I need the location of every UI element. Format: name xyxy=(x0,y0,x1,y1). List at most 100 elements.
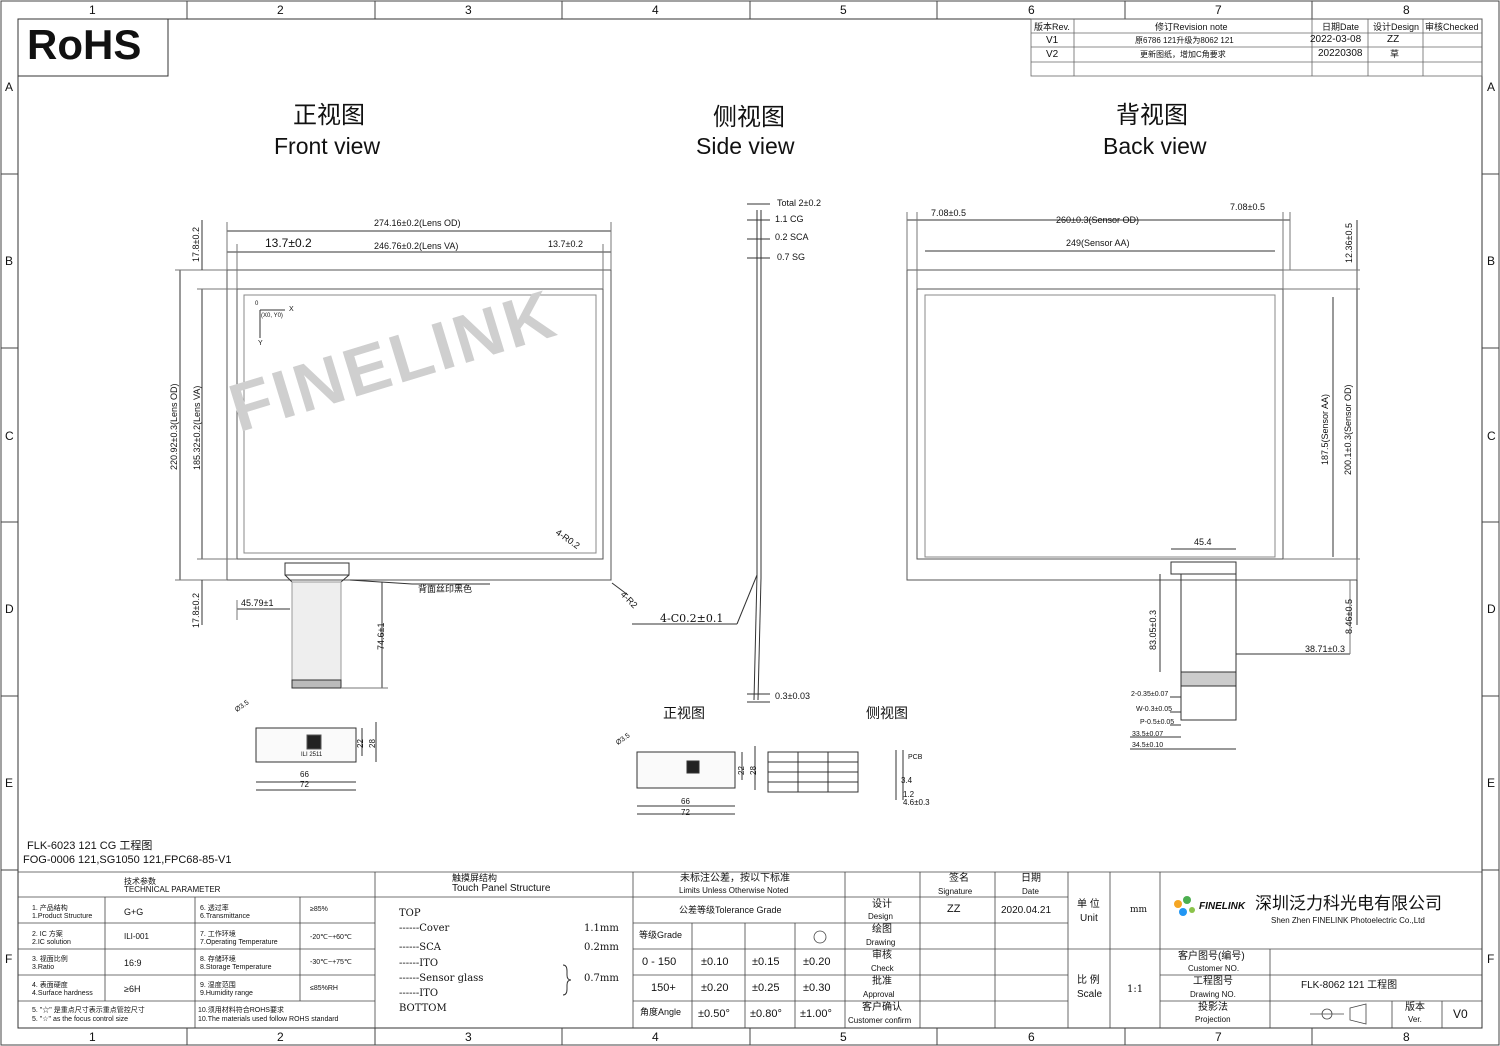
structure-layer-sensor: ------Sensor glass xyxy=(399,973,484,984)
row-label: F xyxy=(5,952,13,966)
silk-color-note: 背面丝印黑色 xyxy=(418,584,473,594)
param-l1-cn: 1. 产品结构 xyxy=(32,905,68,912)
params-header-en: TECHNICAL PARAMETER xyxy=(124,885,221,894)
role-customer-cn: 客户确认 xyxy=(862,1002,902,1013)
row-label: A xyxy=(5,80,14,94)
back-view-title-cn: 背视图 xyxy=(1116,102,1188,129)
role-drawing-en: Drawing xyxy=(866,938,896,947)
structure-layer-sca: ------SCA xyxy=(399,942,441,953)
scale-cn: 比 例 xyxy=(1077,975,1100,986)
param-l3-en: 3.Ratio xyxy=(32,964,55,971)
company-name-cn: 深圳泛力科光电有限公司 xyxy=(1255,894,1442,913)
dim-sensor-od-height: 200.1±0.3(Sensor OD) xyxy=(1343,384,1353,475)
param-r3-en: 8.Storage Temperature xyxy=(200,964,272,971)
version-value: V0 xyxy=(1453,1007,1468,1021)
param-l4-cn: 4. 表面硬度 xyxy=(32,982,68,989)
rev-v2-note: 更新图纸，增加C角要求 xyxy=(1140,50,1226,59)
role-approval-cn: 批准 xyxy=(872,976,892,987)
col-label-bottom: 2 xyxy=(277,1030,284,1044)
customer-no-cn: 客户图号(编号) xyxy=(1178,951,1245,962)
origin-zero-label: 0 xyxy=(255,301,259,307)
param-r4-en: 9.Humidity range xyxy=(200,990,253,997)
rev-v1-design: ZZ xyxy=(1387,34,1400,45)
origin-x-label: X xyxy=(289,306,294,313)
role-approval-en: Approval xyxy=(863,990,895,999)
version-cn: 版本 xyxy=(1405,1002,1425,1013)
col-label-bottom: 7 xyxy=(1215,1030,1222,1044)
param-l1-en: 1.Product Structure xyxy=(32,913,93,920)
dim-back-left-margin: 7.08±0.5 xyxy=(931,208,966,218)
structure-top: TOP xyxy=(399,908,421,919)
structure-thk-sensor: 0.7mm xyxy=(584,973,619,984)
projection-en: Projection xyxy=(1195,1015,1231,1024)
param-v2-1: ≥85% xyxy=(310,906,328,913)
row-label-right: D xyxy=(1487,602,1496,616)
projection-cn: 投影法 xyxy=(1198,1002,1228,1013)
rev-header-checked: 审核Checked xyxy=(1425,22,1479,32)
side-view-title: Side view xyxy=(696,133,795,159)
param-v2-4: ≤85%RH xyxy=(310,985,338,992)
pcb-height-28: 28 xyxy=(368,739,377,748)
dim-pitch-2: W-0.3±0.05 xyxy=(1136,706,1173,713)
dim-lens-va-height: 185.32±0.2(Lens VA) xyxy=(192,385,202,470)
rev-v2: V2 xyxy=(1046,49,1059,60)
params-header-cn: 技术参数 xyxy=(124,877,156,886)
param-v1-4: ≥6H xyxy=(124,984,141,994)
tolerance-range-1: 0 - 150 xyxy=(642,956,677,968)
design-date: 2020.04.21 xyxy=(1001,905,1052,916)
pcb-width-66: 66 xyxy=(300,770,309,779)
dim-back-fpc-offset: 38.71±0.3 xyxy=(1305,644,1345,654)
col-label-bottom: 4 xyxy=(652,1030,659,1044)
dim-cg-thickness: 1.1 CG xyxy=(775,214,804,224)
dim-total-thickness: Total 2±0.2 xyxy=(777,198,821,208)
finelink-logo-mark xyxy=(1174,896,1195,916)
param-note-1: 5. "☆" 是重点尺寸表示重点管控尺寸 xyxy=(32,1007,145,1014)
sub-dim-3-4: 3.4 xyxy=(901,776,913,785)
sub-front-view-title: 正视图 xyxy=(663,705,705,721)
dim-lens-od-width: 274.16±0.2(Lens OD) xyxy=(374,218,461,228)
scale-value: 1:1 xyxy=(1127,984,1144,995)
param-v1-3: 16:9 xyxy=(124,958,142,968)
rev-v1-note: 原6786 121升级为8062 121 xyxy=(1135,36,1234,45)
tolerance-cell: ±1.00° xyxy=(800,1008,832,1020)
tolerance-cell: ±0.20 xyxy=(803,956,831,968)
param-l3-cn: 3. 视面比例 xyxy=(32,956,68,963)
role-customer-en: Customer confirm xyxy=(848,1016,912,1025)
row-label-right: B xyxy=(1487,254,1496,268)
scale-en: Scale xyxy=(1077,989,1103,1000)
dim-fpc-offset: 45.79±1 xyxy=(241,598,274,608)
dim-lens-od-height: 220.92±0.3(Lens OD) xyxy=(169,383,179,471)
origin-y-label: Y xyxy=(258,340,263,347)
unit-en: Unit xyxy=(1080,913,1098,924)
param-v1: G+G xyxy=(124,907,144,917)
param-v1-2: ILI-001 xyxy=(124,932,149,941)
sub-pcb-width-66: 66 xyxy=(681,797,690,806)
param-v2-2: -20℃~+60℃ xyxy=(310,934,352,941)
col-label-bottom: 8 xyxy=(1403,1030,1410,1044)
dim-lens-va-width: 246.76±0.2(Lens VA) xyxy=(374,241,459,251)
col-label-bottom: 3 xyxy=(465,1030,472,1044)
rohs-mark: RoHS xyxy=(27,21,142,68)
col-label: 5 xyxy=(840,3,847,17)
row-label: D xyxy=(5,602,14,616)
role-design-cn: 设计 xyxy=(872,899,892,910)
dim-left-margin: 13.7±0.2 xyxy=(265,236,312,250)
structure-layer-ito: ------ITO xyxy=(399,958,439,969)
row-label: B xyxy=(5,254,14,268)
sub-pcb-height-28: 28 xyxy=(749,766,758,775)
rev-header-rev: 版本Rev. xyxy=(1034,22,1070,32)
dim-pitch-5: 34.5±0.10 xyxy=(1132,742,1164,749)
tolerance-cell: ±0.80° xyxy=(750,1008,782,1020)
param-note-3: 10.须用材料符合ROHS要求 xyxy=(198,1007,284,1014)
row-label: C xyxy=(5,429,14,443)
dim-right-margin: 13.7±0.2 xyxy=(548,239,583,249)
rev-header-design: 设计Design xyxy=(1373,22,1420,32)
signature-header-en: Signature xyxy=(938,887,973,896)
tolerance-cell: ±0.25 xyxy=(752,982,780,994)
col-label: 2 xyxy=(277,3,284,17)
dim-back-right-margin: 7.08±0.5 xyxy=(1230,202,1265,212)
col-label: 4 xyxy=(652,3,659,17)
row-label-right: C xyxy=(1487,429,1496,443)
rev-v1-date: 2022-03-08 xyxy=(1310,34,1362,45)
row-label-right: A xyxy=(1487,80,1496,94)
